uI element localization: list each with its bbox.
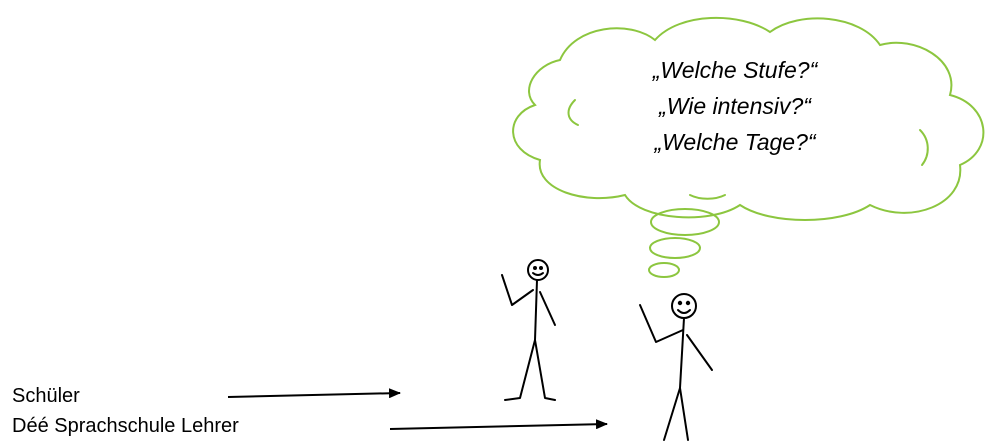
thought-bubble-large [650, 208, 720, 236]
thought-line-2: „Wie intensiv?“ [659, 93, 811, 119]
thought-cloud [512, 16, 985, 221]
teacher-figure [639, 293, 713, 441]
thought-line-3: „Welche Tage?“ [654, 129, 816, 155]
thought-bubble-small [648, 262, 680, 278]
teacher-arrow [389, 419, 608, 430]
thought-bubble-medium [649, 237, 701, 259]
thought-line-1: „Welche Stufe?“ [652, 57, 818, 83]
student-figure [501, 259, 556, 401]
student-arrow [227, 388, 401, 399]
thought-text: „Welche Stufe?“ „Wie intensiv?“ „Welche … [560, 52, 910, 160]
thought-trail [648, 208, 720, 278]
teacher-label: Déé Sprachschule Lehrer [12, 415, 239, 437]
student-label: Schüler [12, 385, 80, 407]
